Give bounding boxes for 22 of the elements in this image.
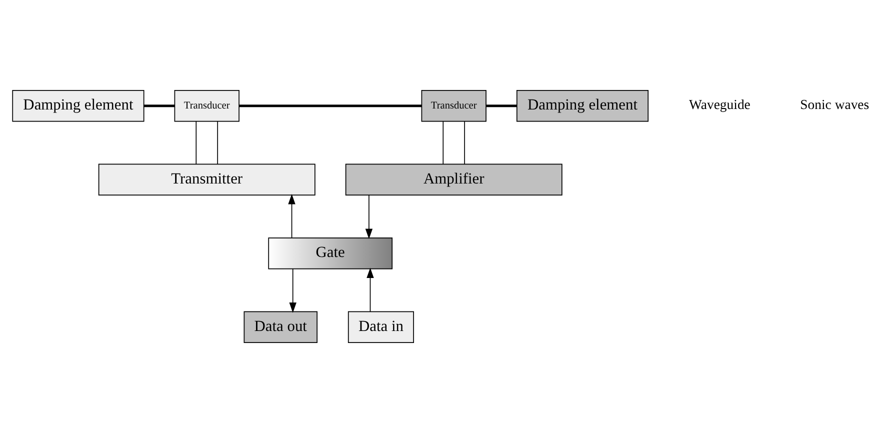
node-box: Data in bbox=[348, 311, 414, 343]
node-box: Transducer bbox=[174, 90, 240, 122]
arrow bbox=[289, 268, 296, 313]
node-box: Transducer bbox=[421, 90, 486, 122]
connector bbox=[144, 104, 175, 108]
node-box: Data out bbox=[244, 311, 318, 343]
node-box: Transmitter bbox=[98, 164, 316, 196]
label: Waveguide bbox=[689, 97, 750, 112]
connector bbox=[486, 104, 517, 108]
connector bbox=[464, 121, 465, 164]
node-box: Gate bbox=[268, 238, 393, 270]
arrow bbox=[366, 268, 374, 312]
node-box: Damping element bbox=[12, 90, 144, 122]
connector bbox=[196, 121, 197, 164]
node-box: Amplifier bbox=[345, 164, 562, 196]
connector bbox=[239, 104, 422, 108]
node-box: Damping element bbox=[516, 90, 649, 122]
connector bbox=[442, 121, 444, 164]
label: Sonic waves bbox=[800, 97, 870, 112]
connector bbox=[217, 121, 218, 164]
arrow bbox=[288, 194, 296, 238]
arrow bbox=[365, 194, 373, 240]
